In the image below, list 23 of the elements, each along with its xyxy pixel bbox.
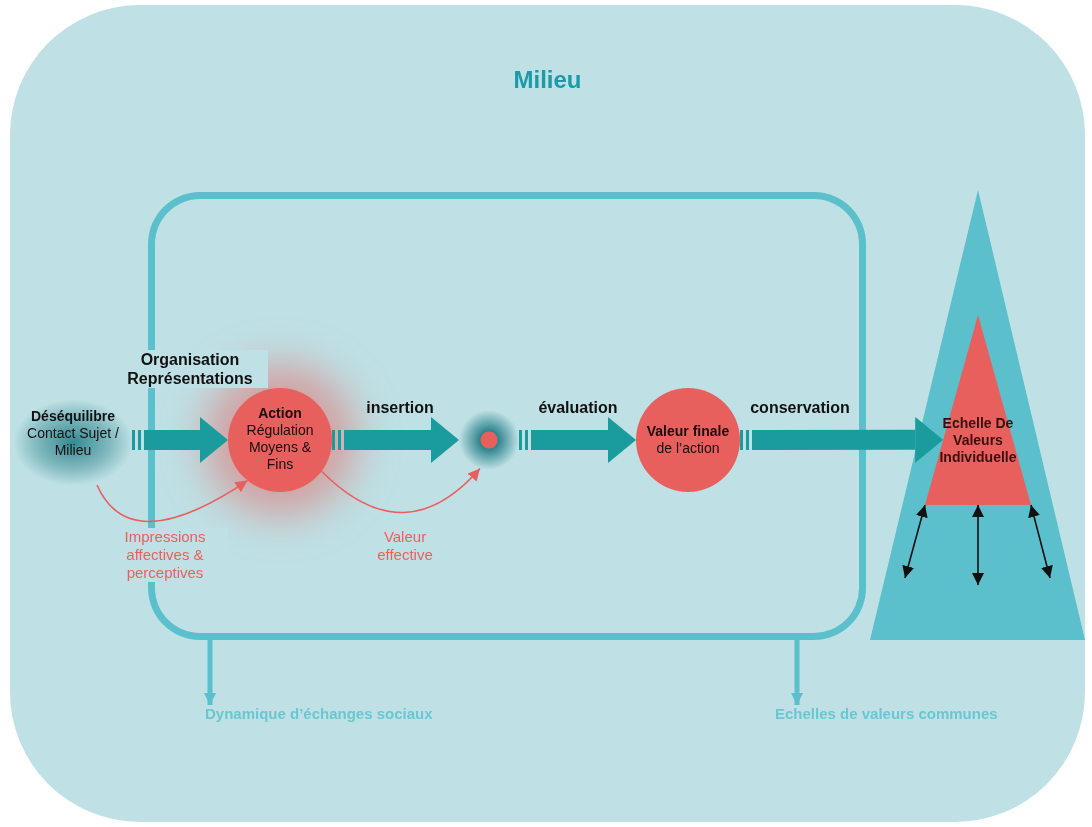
triangle-shape [925,315,1031,505]
arrow [791,640,803,705]
curved-arrow [320,467,481,514]
caption-text: Echelles de valeurs communes [775,705,1065,727]
edge-label: insertion [365,398,435,418]
rounded-panel [10,5,1085,822]
arrow [204,640,216,705]
node-heading: Action [257,405,303,423]
caption-text: Dynamique d’échanges sociaux [205,705,445,727]
node-heading: Valeur finale [645,423,731,441]
node-text: de l’action [655,440,721,458]
curved-arrow [96,479,249,523]
node-text: Régulation Moyens & Fins [245,422,315,474]
double-arrow [1028,504,1053,579]
edge-label: conservation [749,398,851,418]
node-heading: Déséquilibre [30,408,116,426]
double-arrow [972,504,984,586]
edge-label: Valeur effective [376,528,434,564]
triangle-shape [870,190,1085,640]
region-title: Milieu [512,65,583,95]
double-arrow [902,504,928,579]
node-text: Contact Sujet / Milieu [27,425,119,460]
edge-label: évaluation [537,398,619,418]
